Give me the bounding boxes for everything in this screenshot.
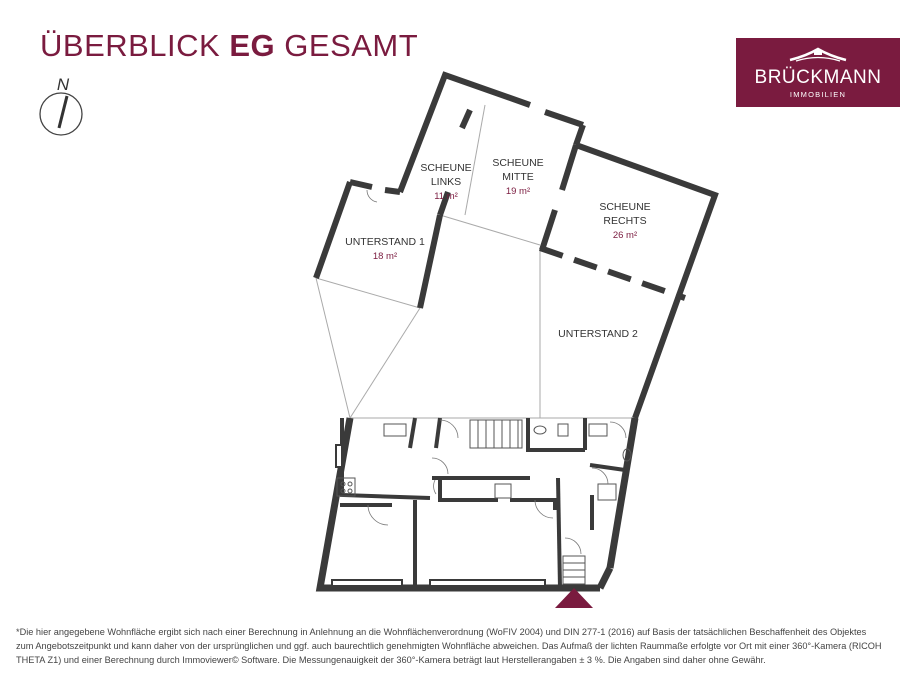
door-swings	[366, 189, 627, 555]
open-area-outlines	[315, 104, 635, 419]
title-rest: GESAMT	[284, 28, 419, 63]
room-label: SCHEUNE	[420, 162, 471, 174]
page-title: ÜBERBLICK EG GESAMT	[40, 28, 418, 64]
title-light: ÜBERBLICK	[40, 28, 221, 63]
room-scheune-rechts: SCHEUNE RECHTS 26 m²	[599, 201, 650, 241]
room-label: SCHEUNE	[492, 157, 543, 169]
room-label: UNTERSTAND 1	[345, 236, 425, 248]
interior-walls	[340, 417, 626, 589]
logo-brand-name: BRÜCKMANN	[754, 67, 882, 88]
entrance-marker-icon	[555, 588, 593, 608]
chimney-icon	[494, 483, 512, 499]
basin-icon	[622, 448, 632, 462]
room-scheune-mitte: SCHEUNE MITTE 19 m²	[492, 157, 543, 197]
room-scheune-links: SCHEUNE LINKS 11 m²	[420, 162, 471, 202]
room-unterstand-2: UNTERSTAND 2	[558, 328, 638, 340]
washbasin-icon	[533, 425, 547, 435]
fixtures	[336, 423, 632, 501]
room-label: LINKS	[431, 176, 461, 188]
staircase-icon	[469, 419, 586, 585]
room-unterstand-1: UNTERSTAND 1 18 m²	[345, 236, 425, 262]
floor-plan: N	[39, 71, 719, 608]
room-label: RECHTS	[603, 215, 646, 227]
house-roof-icon	[789, 47, 847, 62]
brand-logo: BRÜCKMANN IMMOBILIEN	[736, 38, 900, 107]
compass-north-label: N	[57, 75, 70, 94]
room-label: UNTERSTAND 2	[558, 328, 638, 340]
compass-icon: N	[39, 75, 83, 136]
upper-building-walls	[313, 71, 719, 420]
room-area: 19 m²	[506, 186, 530, 197]
cabinet-icon	[588, 423, 608, 437]
legal-footnote: *Die hier angegebene Wohnfläche ergibt s…	[16, 627, 882, 665]
room-area: 11 m²	[434, 191, 458, 202]
stove-icon	[336, 477, 356, 497]
room-label: MITTE	[502, 171, 534, 183]
title-bold: EG	[229, 28, 276, 63]
toilet-icon	[557, 423, 569, 437]
room-label: SCHEUNE	[599, 201, 650, 213]
room-area: 18 m²	[373, 251, 397, 262]
dashed-walls	[539, 245, 686, 301]
logo-subtitle: IMMOBILIEN	[789, 90, 847, 99]
shower-icon	[597, 483, 617, 501]
sink-icon	[383, 423, 407, 437]
windows	[331, 444, 546, 587]
room-area: 26 m²	[613, 230, 637, 241]
